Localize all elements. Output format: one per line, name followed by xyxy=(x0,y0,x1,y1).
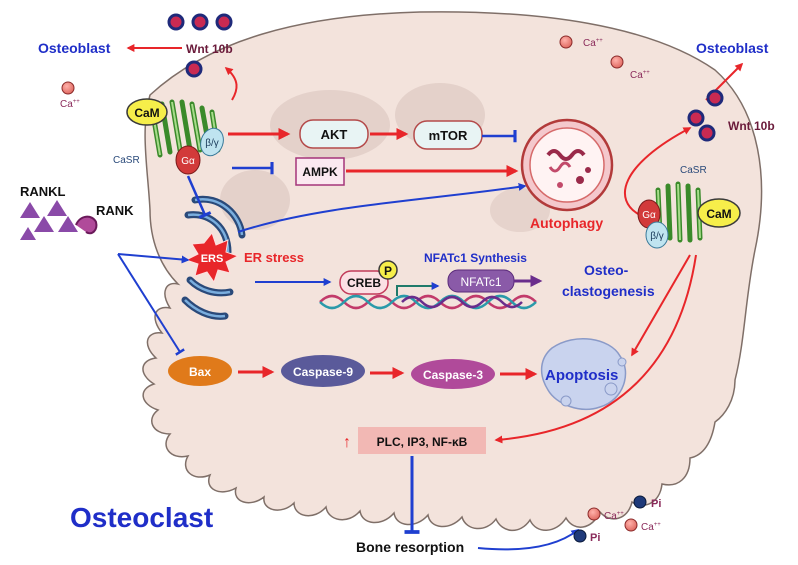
ers-burst-icon xyxy=(184,231,240,284)
nfatc1-synthesis-label: NFATc1 Synthesis xyxy=(424,251,527,265)
rankl-label: RANKL xyxy=(20,184,66,199)
plc-up-arrow: ↑ xyxy=(343,434,351,451)
rank-receptor-icon xyxy=(75,215,98,235)
casr-label-left: CaSR xyxy=(113,155,140,166)
wnt-particle-icon xyxy=(687,89,724,142)
mtor-label: mTOR xyxy=(429,128,468,143)
galpha-subunit-left xyxy=(175,145,201,175)
osteoclast-title: Osteoclast xyxy=(70,502,213,533)
wnt-left-label: Wnt 10b xyxy=(186,42,233,56)
caspase3-node xyxy=(411,359,495,389)
nfatc1-label: NFATc1 xyxy=(460,275,501,289)
wnt-particle-icon xyxy=(167,13,233,78)
plc-node xyxy=(358,427,486,454)
ca-label: Ca++ xyxy=(641,522,661,533)
ampk-node xyxy=(295,157,345,186)
casr-label-right: CaSR xyxy=(680,165,707,176)
calcium-ion-icon xyxy=(587,507,638,532)
plc-label: PLC, IP3, NF-κB xyxy=(377,435,468,449)
casr-right-to-osteoblast-curve xyxy=(624,127,692,216)
autophagy-label: Autophagy xyxy=(530,215,603,231)
phospho-badge xyxy=(378,260,398,280)
galpha-inhibits-er xyxy=(186,175,212,219)
caspase9-node xyxy=(281,355,365,387)
cam-protein-left xyxy=(126,98,168,126)
phosphate-ion-icon xyxy=(573,495,647,543)
caspase3-label: Caspase-3 xyxy=(423,368,483,382)
akt-label: AKT xyxy=(321,127,348,142)
cam-label-right: CaM xyxy=(706,207,731,221)
pi-label: Pi xyxy=(651,498,661,510)
cam-protein-right xyxy=(697,198,741,228)
phospho-label: P xyxy=(384,264,392,278)
gbeta-subunit-right xyxy=(645,221,669,249)
apoptosis-label: Apoptosis xyxy=(545,367,618,384)
er-to-autophagy-arrow xyxy=(237,182,527,233)
osteoclastogenesis-label-line2: clastogenesis xyxy=(562,283,655,299)
creb-node xyxy=(339,270,389,295)
akt-node xyxy=(299,119,369,149)
rank-to-er-arrow xyxy=(117,253,190,264)
creb-to-nfatc1-arrow xyxy=(396,282,440,296)
dna-icon xyxy=(319,294,537,310)
rank-label: RANK xyxy=(96,203,134,218)
casr-to-osteoblast-curve xyxy=(224,66,238,101)
galpha-label-left: Gα xyxy=(181,156,195,167)
bone-resorption-label: Bone resorption xyxy=(356,539,464,555)
bax-node xyxy=(168,356,232,386)
creb-label: CREB xyxy=(347,276,381,290)
caspase9-label: Caspase-9 xyxy=(293,365,353,379)
ca-label: Ca++ xyxy=(583,38,603,49)
ca-label: Ca++ xyxy=(630,70,650,81)
osteoblast-left-label: Osteoblast xyxy=(38,40,111,56)
organelle-shadow xyxy=(490,188,550,232)
gbeta-label-left: β/γ xyxy=(205,138,219,149)
ca-label: Ca++ xyxy=(60,99,80,110)
casr-to-plc-arrow xyxy=(494,254,697,444)
calcium-ion-icon xyxy=(61,35,624,95)
pi-label: Pi xyxy=(590,532,600,544)
bax-label: Bax xyxy=(189,365,211,379)
apoptotic-body-icon xyxy=(540,337,627,411)
ers-label: ERS xyxy=(201,253,224,265)
osteoclastogenesis-label-line1: Osteo- xyxy=(584,262,629,278)
casr-to-apoptosis-arrow xyxy=(631,254,691,357)
cam-label-left: CaM xyxy=(134,106,159,120)
gbeta-subunit-left xyxy=(200,127,224,157)
rankl-triangle-icon xyxy=(20,200,78,240)
galpha-label-right: Gα xyxy=(642,210,656,221)
ca-label: Ca++ xyxy=(604,511,624,522)
wnt-right-label: Wnt 10b xyxy=(728,119,775,133)
gbeta-label-right: β/γ xyxy=(650,231,664,242)
er-stress-label: ER stress xyxy=(244,250,304,265)
autophagosome-icon xyxy=(520,118,614,212)
rank-inhibits-bax xyxy=(117,253,185,356)
osteoblast-right-label: Osteoblast xyxy=(696,40,769,56)
ampk-label: AMPK xyxy=(302,165,338,179)
bone-resorption-release-arrow xyxy=(477,529,580,551)
